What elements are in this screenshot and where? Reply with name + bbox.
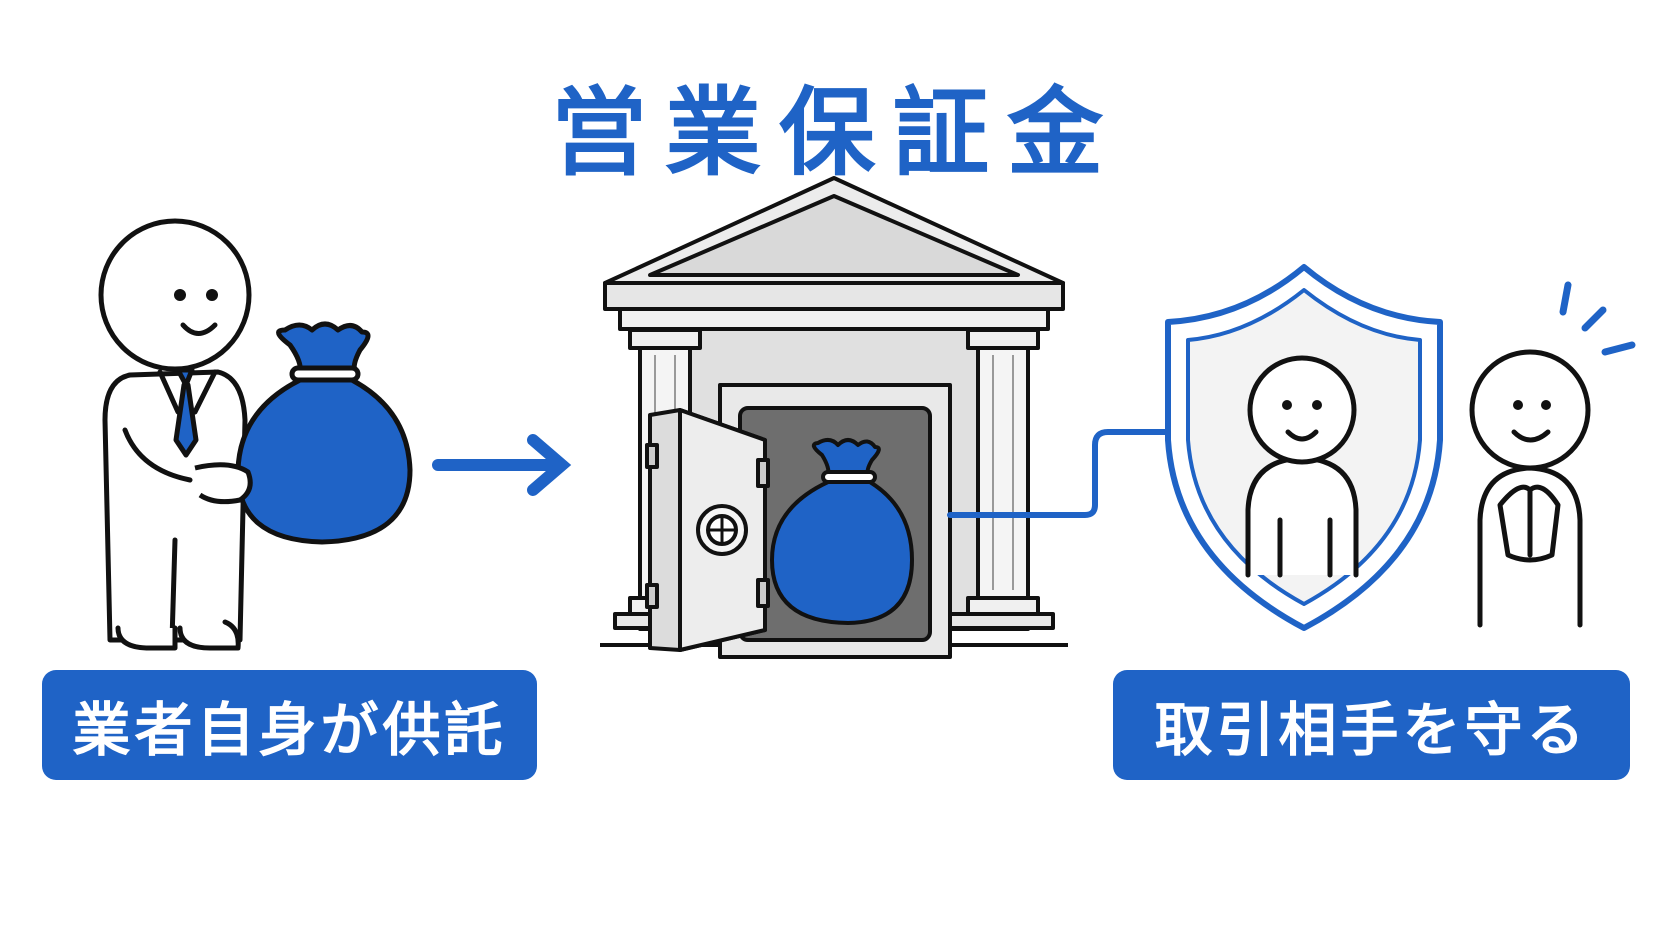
hand-icon xyxy=(194,462,253,505)
depositor-label: 業者自身が供託 xyxy=(42,670,537,780)
money-bag-icon xyxy=(235,321,413,545)
arrow-icon xyxy=(432,434,572,496)
grateful-person-icon xyxy=(1469,349,1591,628)
sparkle-lines-icon xyxy=(1559,281,1636,356)
page-title: 営業保証金 xyxy=(551,77,1121,189)
money-bag-icon xyxy=(770,438,914,625)
connector-line xyxy=(947,429,1173,518)
open-safe-icon xyxy=(645,383,952,659)
protected-person-icon xyxy=(1245,355,1359,578)
protection-label: 取引相手を守る xyxy=(1113,670,1630,780)
businessperson-icon xyxy=(98,218,252,651)
